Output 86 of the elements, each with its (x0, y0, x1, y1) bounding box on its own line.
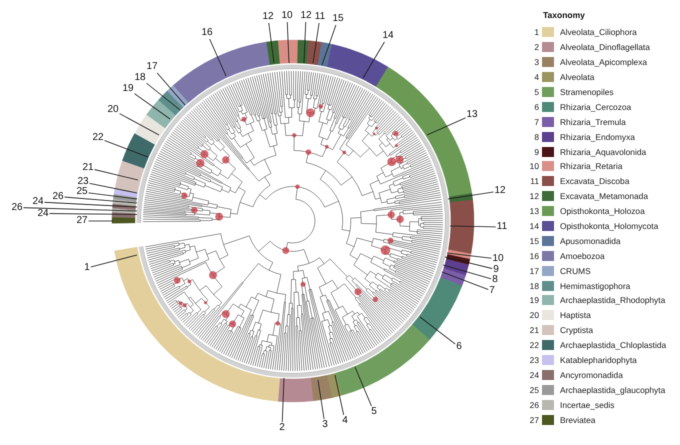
callout-number: 11 (496, 222, 508, 232)
callout-number: 4 (342, 416, 348, 426)
legend-label: Archaeplastida_Chloplastida (560, 340, 666, 350)
callout-number: 15 (332, 14, 344, 24)
legend-label: Stramenopiles (560, 87, 614, 97)
legend-number: 6 (534, 102, 539, 112)
legend-number: 22 (530, 340, 539, 350)
callout-number: 22 (92, 133, 104, 143)
legend-number: 12 (530, 191, 539, 202)
callout-number: 10 (492, 254, 504, 264)
legend-number: 19 (530, 295, 539, 306)
legend-number: 3 (534, 57, 539, 68)
leader-line (44, 202, 138, 208)
legend-number: 10 (530, 161, 539, 172)
legend-label: Katablepharidophyta (560, 355, 637, 366)
callout-number: 21 (82, 163, 94, 173)
legend-number: 1 (534, 27, 539, 38)
legend-number: 4 (534, 72, 539, 82)
legend-label: Alveolata_Dinoflagellata (560, 42, 650, 52)
legend-number: 20 (530, 310, 539, 320)
callout-number: 10 (281, 11, 293, 21)
callout-number: 2 (279, 423, 285, 433)
legend-number: 15 (530, 236, 539, 246)
leader-line (23, 207, 138, 212)
legend-label: Rhizaria_Endomyxa (560, 132, 635, 142)
legend-label: Excavata_Discoba (560, 176, 630, 186)
legend-number: 27 (530, 414, 539, 425)
callout-number: 11 (314, 12, 326, 22)
legend-number: 8 (534, 132, 539, 142)
legend-label: Rhizaria_Tremula (560, 116, 626, 127)
callout-number: 1 (84, 263, 90, 273)
legend-title: Taxonomy (543, 9, 585, 21)
legend-label: Excavata_Metamonada (560, 191, 648, 202)
legend-number: 2 (534, 42, 539, 52)
callout-number: 9 (493, 264, 499, 274)
legend-number: 26 (530, 400, 539, 410)
legend-number: 25 (530, 384, 539, 395)
leader-line (88, 220, 114, 222)
legend-label: Hemimastigophora (560, 280, 630, 291)
legend-number: 16 (530, 250, 539, 261)
legend-number: 5 (534, 87, 539, 97)
callout-number: 26 (11, 202, 23, 212)
callout-number: 25 (76, 187, 88, 197)
callout-number: 7 (489, 286, 495, 296)
legend-number: 13 (530, 206, 539, 216)
legend-label: CRUMS (560, 266, 591, 276)
legend-number: 7 (534, 116, 539, 127)
callout-number: 16 (201, 28, 213, 38)
callout-number: 24 (32, 197, 44, 207)
leader-line (49, 213, 138, 215)
legend-label: Opisthokonta_Holomycota (560, 221, 658, 232)
legend-label: Ancyromonadida (560, 370, 623, 380)
legend-label: Opisthokonta_Holozoa (560, 206, 645, 216)
callout-number: 3 (322, 420, 328, 430)
callout-number: 12 (494, 186, 506, 196)
legend-label: Archaeplastida_glaucophyta (560, 384, 666, 395)
legend-number: 11 (530, 176, 539, 186)
legend-number: 24 (530, 370, 539, 380)
legend-label: Rhizaria_Cercozoa (560, 102, 632, 112)
legend-number: 17 (530, 266, 539, 276)
callout-number: 24 (37, 208, 49, 218)
callout-number: 12 (300, 11, 312, 21)
legend-label: Alveolata_Apicomplexa (560, 57, 648, 68)
legend-label: Amoebozoa (560, 250, 605, 261)
legend-number: 23 (530, 355, 539, 366)
legend-label: Alveolata_Ciliophora (560, 27, 637, 38)
legend-label: Alveolata (560, 72, 594, 82)
legend-label: Apusomonadida (560, 236, 621, 246)
legend-label: Rhizaria_Retaria (560, 161, 622, 172)
legend-label: Incertae_sedis (560, 400, 614, 410)
legend-number: 14 (530, 221, 539, 232)
callout-number: 14 (382, 31, 394, 41)
legend-label: Rhizaria_Aquavolonida (560, 146, 646, 157)
callout-number: 23 (77, 177, 89, 187)
legend-label: Archaeplastida_Rhodophyta (560, 295, 666, 306)
legend-number: 18 (530, 280, 539, 291)
legend-label: Breviatea (560, 414, 596, 425)
callout-number: 27 (76, 216, 88, 226)
legend-number: 21 (530, 325, 539, 336)
callout-number: 8 (492, 275, 498, 285)
callout-number: 26 (52, 192, 64, 202)
callout-number: 5 (371, 407, 377, 417)
legend-label: Cryptista (560, 325, 594, 336)
legend-label: Haptista (560, 310, 591, 320)
legend-number: 9 (534, 146, 539, 157)
callout-number: 12 (262, 12, 274, 22)
